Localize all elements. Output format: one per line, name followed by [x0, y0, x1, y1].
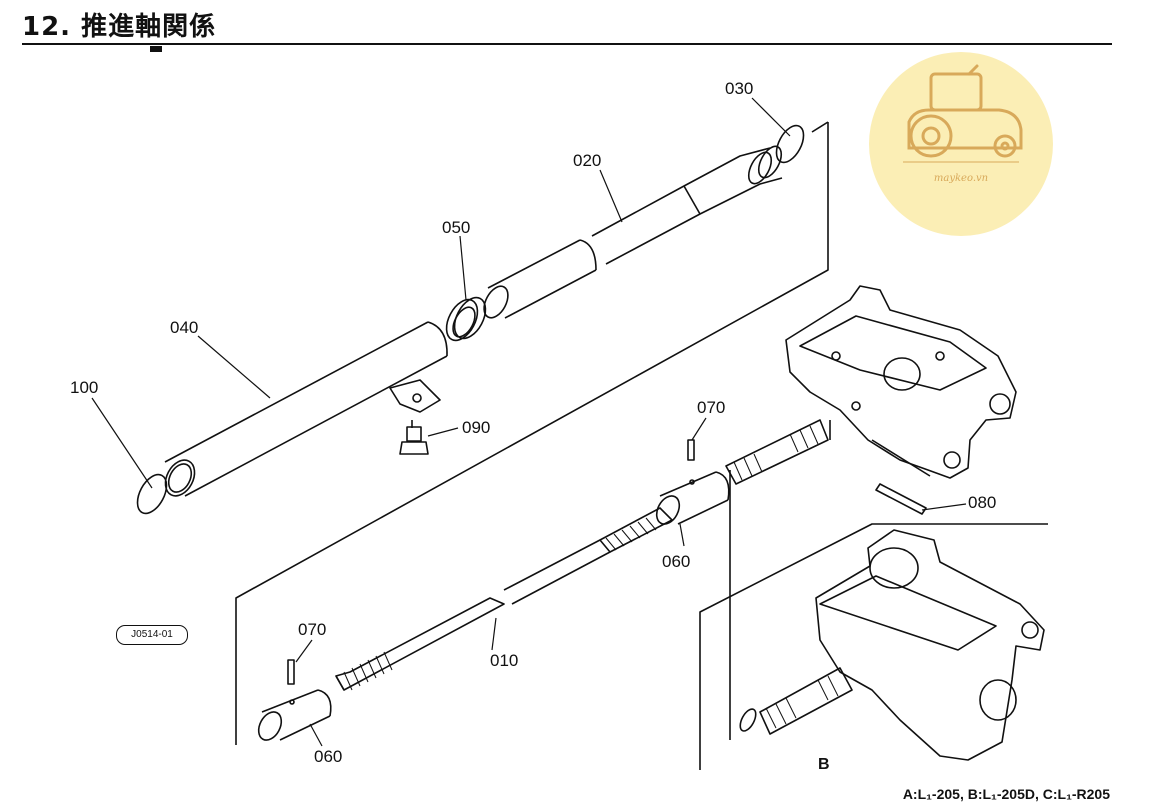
label-part-070-lower: 070: [298, 620, 326, 639]
label-part-020: 020: [573, 151, 601, 170]
label-part-060-lower: 060: [314, 747, 342, 766]
watermark-logo: maykeo.vn: [869, 52, 1053, 236]
page-title: 12. 推進軸関係: [22, 12, 217, 42]
part-060-coupler-upper: [655, 471, 730, 525]
output-shaft-upper: [725, 419, 829, 485]
label-part-010: 010: [490, 651, 518, 670]
label-part-060-upper: 060: [662, 552, 690, 571]
part-040-tube: [164, 321, 448, 497]
label-part-100: 100: [70, 378, 98, 397]
part-030-oring: [775, 124, 805, 164]
part-070-pin-lower: [287, 659, 295, 685]
label-part-030: 030: [725, 79, 753, 98]
figure-code-badge: J0514-01: [116, 625, 188, 645]
part-070-pin-upper: [687, 439, 695, 461]
view-label: B: [818, 756, 830, 773]
label-part-080: 080: [968, 493, 996, 512]
title-rule-tab: [150, 46, 162, 52]
assembly-frame-upper: [235, 122, 829, 745]
part-100-oring: [136, 473, 168, 515]
part-060-coupler-lower: [257, 689, 332, 741]
part-050-seal: [445, 296, 487, 342]
label-part-040: 040: [170, 318, 198, 337]
tractor-icon: [903, 64, 1023, 163]
gear-housing-upper: [785, 285, 1017, 479]
gear-housing-lower: [739, 529, 1045, 761]
title-rule: [22, 43, 1112, 45]
model-footnote: A:L₁-205, B:L₁-205D, C:L₁-R205: [902, 786, 1110, 802]
watermark-text: maykeo.vn: [933, 173, 989, 184]
part-020-tube: [483, 145, 783, 319]
assembly-frame-lower: [699, 523, 1048, 770]
part-090-bolt: [399, 420, 429, 455]
leader-lines: [91, 97, 967, 747]
label-part-050: 050: [442, 218, 470, 237]
label-part-090: 090: [462, 418, 490, 437]
label-part-070-upper: 070: [697, 398, 725, 417]
part-080-key: [875, 483, 927, 515]
